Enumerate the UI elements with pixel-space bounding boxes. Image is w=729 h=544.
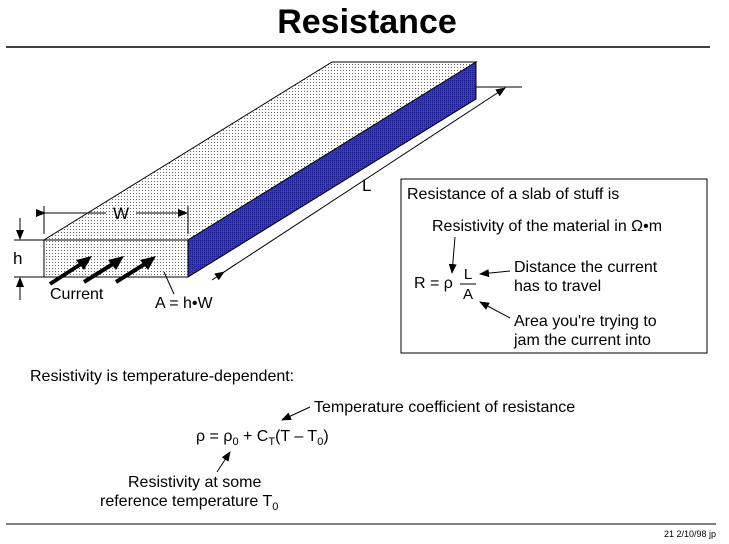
formula-lhs: R = ρ [414,275,453,292]
coefficient-note: Temperature coefficient of resistance [314,399,575,416]
reference-note-line2: reference temperature T0 [100,493,278,513]
reference-arrow [216,451,231,473]
reference-note-text: reference temperature T [100,493,272,510]
width-dimension: W [36,204,189,234]
page-title: Resistance [277,3,457,41]
length-dimension: L [211,86,522,281]
eq-sub-t: T [268,436,275,448]
area-annotation: A = h•W [155,271,214,312]
area-label: A = h•W [155,295,214,312]
resistivity-arrow [448,236,457,274]
distance-arrow [479,269,511,278]
formula-numerator: L [464,266,472,283]
current-label: Current [50,286,104,303]
height-dimension: h [13,218,44,300]
length-label: L [362,176,371,195]
eq-plus-c: + C [239,428,269,445]
area-note-line2: jam the current into [513,332,651,349]
eq-paren: (T – T [275,428,317,445]
resistance-formula-box: Resistance of a slab of stuff is Resisti… [400,178,708,354]
formula-denominator: A [463,286,473,303]
eq-sub0: 0 [232,436,238,448]
eq-close: ) [323,428,328,445]
height-label: h [13,249,22,268]
temperature-statement: Resistivity is temperature-dependent: [30,368,294,385]
reference-note-line1: Resistivity at some [128,474,261,491]
eq-sub0b: 0 [317,436,323,448]
area-note-line1: Area you're trying to [514,313,657,330]
distance-note-line2: has to travel [514,278,601,295]
footer-text: 21 2/10/98 jp [664,529,716,539]
resistivity-note: Resistivity of the material in Ω•m [432,218,662,235]
reference-sub0: 0 [272,501,278,513]
current-arrows: Current [48,256,156,303]
coefficient-arrow [281,406,311,421]
eq-rho: ρ = ρ [196,428,232,445]
distance-note-line1: Distance the current [514,259,658,276]
temperature-equation: ρ = ρ0 + CT(T – T0) [196,428,329,448]
box-heading: Resistance of a slab of stuff is [407,186,619,203]
area-arrow [479,301,511,319]
temperature-section: Resistivity is temperature-dependent: Te… [30,368,575,513]
width-label: W [113,204,129,223]
